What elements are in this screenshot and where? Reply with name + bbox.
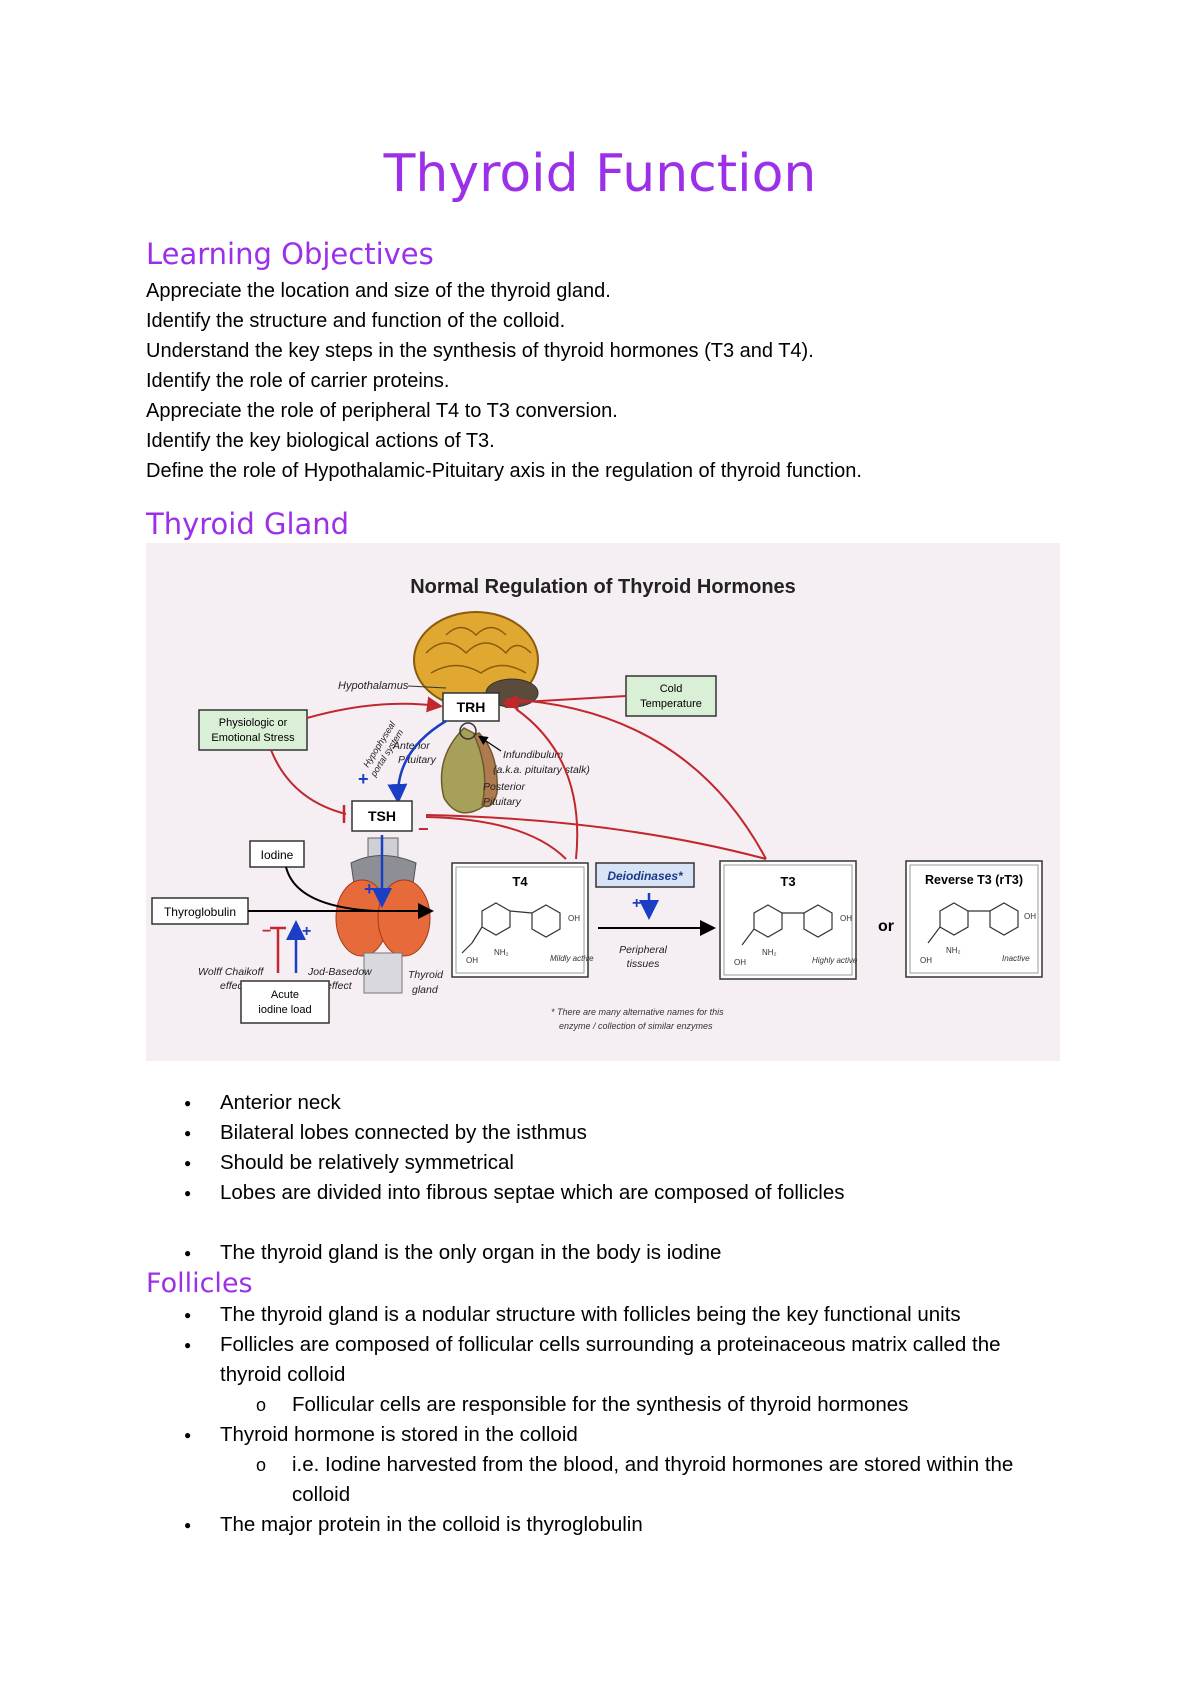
svg-text:NH₂: NH₂	[494, 948, 509, 957]
svg-text:OH: OH	[734, 958, 746, 967]
list-item: Bilateral lobes connected by the isthmus	[146, 1118, 1066, 1148]
objective-item: Appreciate the location and size of the …	[146, 280, 611, 302]
list-item: Lobes are divided into fibrous septae wh…	[146, 1178, 1066, 1208]
objective-item: Understand the key steps in the synthesi…	[146, 340, 814, 362]
reverse-t3-molecule	[927, 902, 1019, 944]
svg-text:OH: OH	[466, 956, 478, 965]
tsh-box	[351, 800, 413, 832]
t4-label: T4	[512, 874, 528, 889]
svg-text:OH: OH	[840, 914, 852, 923]
sub-list-item: Follicular cells are responsible for the…	[146, 1390, 1066, 1420]
objective-item: Identify the key biological actions of T…	[146, 430, 495, 452]
page-title: Thyroid Function	[383, 144, 817, 204]
list-item: Anterior neck	[146, 1088, 1066, 1118]
t3-molecule	[741, 904, 833, 946]
svg-text:NH₂: NH₂	[946, 946, 961, 955]
objective-item: Define the role of Hypothalamic-Pituitar…	[146, 460, 862, 482]
trh-box	[442, 692, 500, 722]
objective-item: Identify the structure and function of t…	[146, 310, 566, 332]
follicles-heading: Follicles	[146, 1268, 253, 1299]
reverse-t3-activity-note: Inactive	[1002, 954, 1030, 963]
svg-text:NH₂: NH₂	[762, 948, 777, 957]
stress-box	[198, 709, 308, 751]
gland-bullet-list: Anterior neck Bilateral lobes connected …	[146, 1088, 1066, 1268]
hypothalamus-label: Hypothalamus	[338, 680, 409, 692]
tsh-label: TSH	[368, 808, 396, 824]
svg-text:OH: OH	[920, 956, 932, 965]
thyroglobulin-box	[151, 897, 249, 925]
trh-to-tsh-arrow	[387, 719, 447, 804]
t4-box	[451, 862, 589, 978]
objective-item: Appreciate the role of peripheral T4 to …	[146, 400, 618, 422]
or-label: or	[878, 918, 894, 935]
t3-box	[719, 860, 857, 980]
iodine-label: Iodine	[261, 848, 294, 862]
iodine-box	[249, 840, 305, 868]
reverse-t3-box	[905, 860, 1043, 978]
figure-footnote: * There are many alternative names for t…	[551, 1007, 724, 1031]
list-item: The thyroid gland is the only organ in t…	[146, 1238, 1066, 1268]
thyroid-regulation-figure: Normal Regulation of Thyroid Hormones Hy…	[146, 543, 1060, 1061]
deiodinases-box	[595, 862, 695, 888]
acute-iodine-load-box	[240, 980, 330, 1024]
thyroid-gland-heading: Thyroid Gland	[146, 507, 350, 541]
sub-list-item: i.e. Iodine harvested from the blood, an…	[146, 1450, 1066, 1510]
minus-sign: −	[504, 697, 515, 717]
trh-label: TRH	[457, 699, 486, 715]
plus-sign: +	[302, 923, 311, 940]
plus-sign: +	[358, 769, 369, 789]
infundibulum-label: Infundibulum(a.k.a. pituitary stalk)	[493, 749, 590, 776]
list-item: Follicles are composed of follicular cel…	[146, 1330, 1066, 1390]
objectives-list: Appreciate the location and size of the …	[146, 276, 862, 486]
svg-text:OH: OH	[568, 914, 580, 923]
list-item: Should be relatively symmetrical	[146, 1148, 1066, 1178]
thyroglobulin-label: Thyroglobulin	[164, 905, 236, 919]
objective-item: Identify the role of carrier proteins.	[146, 370, 450, 392]
figure-title: Normal Regulation of Thyroid Hormones	[410, 576, 796, 598]
deiodinases-label: Deiodinases*	[607, 869, 684, 883]
plus-sign: +	[364, 879, 375, 899]
cold-temperature-box	[625, 675, 717, 717]
posterior-pituitary	[472, 732, 498, 808]
learning-objectives-heading: Learning Objectives	[146, 237, 434, 271]
list-item: The major protein in the colloid is thyr…	[146, 1510, 1066, 1540]
t3-label: T3	[780, 874, 795, 889]
t3-activity-note: Highly active	[812, 956, 858, 965]
minus-sign: −	[262, 923, 271, 940]
brain-illustration	[413, 611, 539, 709]
minus-sign: −	[418, 819, 429, 839]
list-item: The thyroid gland is a nodular structure…	[146, 1300, 1066, 1330]
list-item: Thyroid hormone is stored in the colloid	[146, 1420, 1066, 1450]
svg-text:OH: OH	[1024, 912, 1036, 921]
t4-molecule	[461, 902, 561, 954]
reverse-t3-label: Reverse T3 (rT3)	[925, 873, 1023, 887]
follicles-bullet-list: The thyroid gland is a nodular structure…	[146, 1300, 1066, 1540]
t4-activity-note: Mildly active	[550, 954, 594, 963]
plus-sign: +	[632, 895, 641, 912]
